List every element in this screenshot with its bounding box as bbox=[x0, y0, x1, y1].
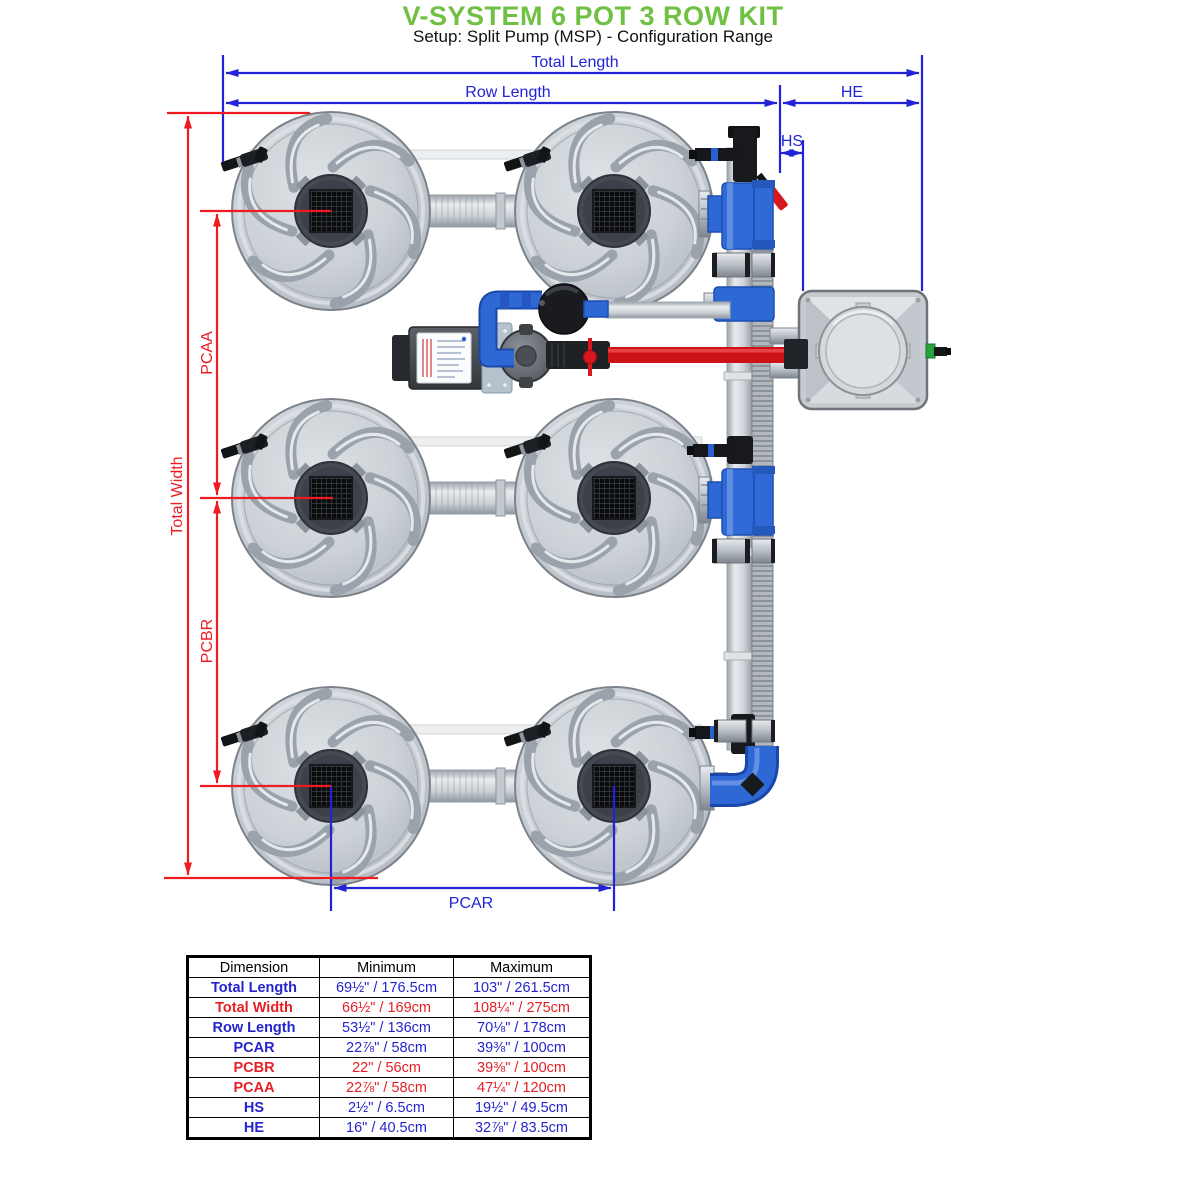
column-header: Maximum bbox=[453, 957, 590, 978]
row-label: PCBR bbox=[188, 1057, 320, 1078]
tank-drain-fitting bbox=[925, 343, 936, 359]
page-title: V-SYSTEM 6 POT 3 ROW KIT bbox=[402, 1, 784, 31]
max-value: 39⅜" / 100cm bbox=[453, 1037, 590, 1058]
max-value: 19½" / 49.5cm bbox=[453, 1097, 590, 1118]
min-value: 69½" / 176.5cm bbox=[319, 977, 454, 998]
max-value: 47¼" / 120cm bbox=[453, 1077, 590, 1098]
page-subtitle: Setup: Split Pump (MSP) - Configuration … bbox=[412, 27, 773, 46]
max-value: 70⅛" / 178cm bbox=[453, 1017, 590, 1038]
max-value: 108¼" / 275cm bbox=[453, 997, 590, 1018]
blue-dimension-lines bbox=[221, 55, 924, 911]
system-diagram: Total Length Row Length HE HS PCAR Total… bbox=[164, 54, 951, 912]
dimension-label-pcaa: PCAA bbox=[199, 331, 216, 375]
min-value: 16" / 40.5cm bbox=[319, 1117, 454, 1138]
row-label: HS bbox=[188, 1097, 320, 1118]
min-value: 66½" / 169cm bbox=[319, 997, 454, 1018]
dimension-label-total-width: Total Width bbox=[169, 456, 186, 535]
table-row: Total Length 69½" / 176.5cm 103" / 261.5… bbox=[188, 977, 590, 998]
pot-2 bbox=[515, 111, 713, 312]
column-header: Dimension bbox=[188, 957, 320, 978]
return-elbow bbox=[699, 719, 779, 811]
min-value: 22⅞" / 58cm bbox=[319, 1077, 454, 1098]
min-value: 22" / 56cm bbox=[319, 1057, 454, 1078]
min-value: 2½" / 6.5cm bbox=[319, 1097, 454, 1118]
table-row: HE 16" / 40.5cm 32⅞" / 83.5cm bbox=[188, 1117, 590, 1138]
reservoir-tank bbox=[769, 289, 951, 411]
table-row: PCAR 22⅞" / 58cm 39⅜" / 100cm bbox=[188, 1037, 590, 1058]
min-value: 53½" / 136cm bbox=[319, 1017, 454, 1038]
pot-4 bbox=[515, 398, 713, 599]
row-label: Row Length bbox=[188, 1017, 320, 1038]
min-value: 22⅞" / 58cm bbox=[319, 1037, 454, 1058]
table-row: Total Width 66½" / 169cm 108¼" / 275cm bbox=[188, 997, 590, 1018]
dimension-label-total-length: Total Length bbox=[531, 54, 618, 71]
max-value: 32⅞" / 83.5cm bbox=[453, 1117, 590, 1138]
table-row: PCBR 22" / 56cm 39⅜" / 100cm bbox=[188, 1057, 590, 1078]
row-label: PCAA bbox=[188, 1077, 320, 1098]
dimension-label-hs: HS bbox=[781, 133, 803, 150]
row-label: Total Length bbox=[188, 977, 320, 998]
pump-assembly bbox=[392, 283, 731, 394]
column-header: Minimum bbox=[319, 957, 454, 978]
red-dimension-lines bbox=[164, 111, 378, 880]
dimension-label-row-length: Row Length bbox=[465, 84, 550, 101]
dimension-label-pcbr: PCBR bbox=[199, 619, 216, 663]
row-label: Total Width bbox=[188, 997, 320, 1018]
table-row: PCAA 22⅞" / 58cm 47¼" / 120cm bbox=[188, 1077, 590, 1098]
table-row: Row Length 53½" / 136cm 70⅛" / 178cm bbox=[188, 1017, 590, 1038]
row-label: HE bbox=[188, 1117, 320, 1138]
row2-manifold-connector bbox=[698, 465, 776, 564]
row-label: PCAR bbox=[188, 1037, 320, 1058]
dimension-label-he: HE bbox=[841, 84, 863, 101]
dimension-table: Dimension Minimum Maximum Total Length 6… bbox=[186, 955, 592, 1140]
max-value: 103" / 261.5cm bbox=[453, 977, 590, 998]
ball-valve bbox=[538, 283, 590, 335]
table-header-row: Dimension Minimum Maximum bbox=[188, 957, 590, 978]
table-row: HS 2½" / 6.5cm 19½" / 49.5cm bbox=[188, 1097, 590, 1118]
row1-manifold-connector bbox=[698, 179, 776, 278]
pressure-line bbox=[546, 338, 808, 376]
dimension-label-pcar: PCAR bbox=[449, 895, 493, 912]
max-value: 39⅜" / 100cm bbox=[453, 1057, 590, 1078]
